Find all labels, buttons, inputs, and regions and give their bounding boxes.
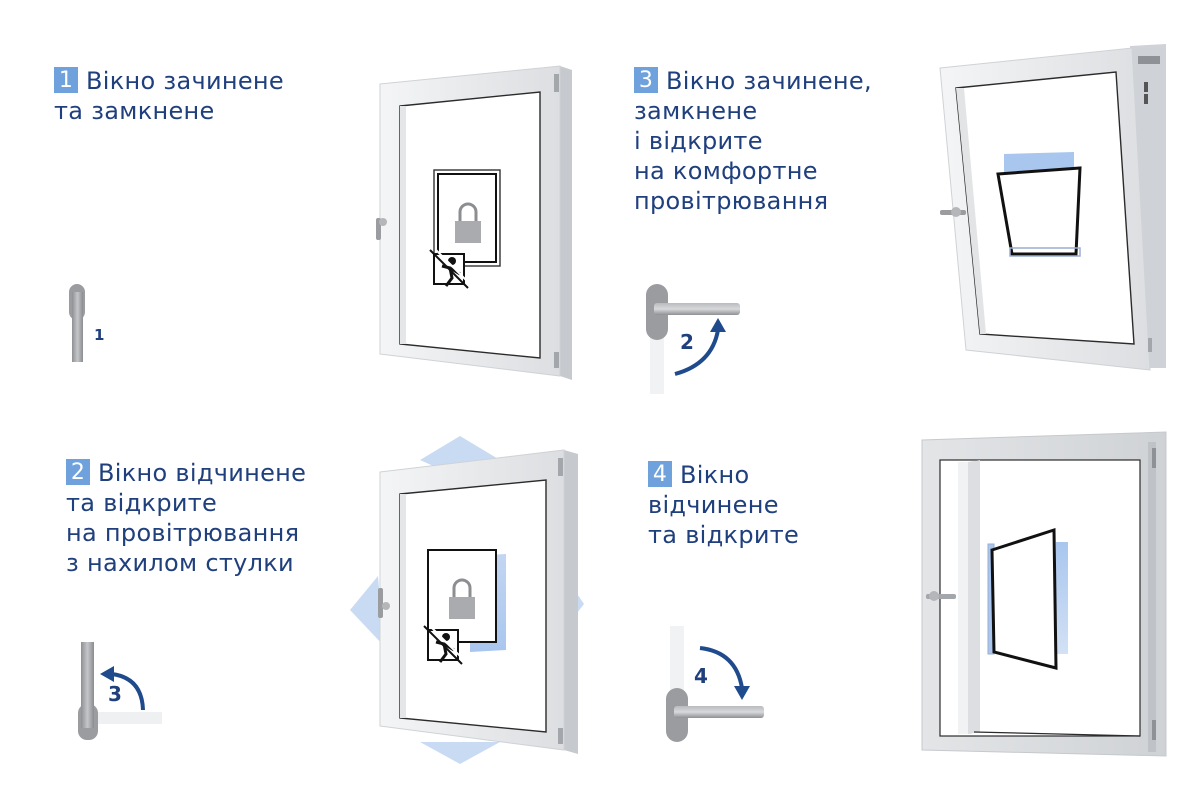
window-icon — [921, 431, 1167, 757]
arrow-counterclockwise-icon — [111, 672, 145, 711]
step-4-line-2: відчинене — [648, 491, 779, 519]
arrow-up-icon — [674, 329, 720, 376]
arrow-down-icon — [699, 646, 744, 689]
handle-4-number: 4 — [694, 664, 708, 688]
handle-2-illustration — [640, 282, 750, 394]
window-micro-ventilation-illustration — [930, 38, 1170, 378]
padlock-icon — [455, 202, 481, 243]
window-handle-up-icon — [78, 642, 162, 740]
closed-sash-icon — [433, 169, 501, 267]
step-3-line-3: і відкрите — [634, 127, 763, 155]
step-4-badge: 4 — [648, 461, 672, 487]
padlock-icon — [449, 578, 475, 619]
step-3-line-1: Вікно зачинене, — [666, 67, 872, 95]
window-handle-horizontal-icon — [646, 284, 740, 394]
step-1-caption: 1 Вікно зачинене та замкнене — [54, 66, 284, 126]
window-turn-open-illustration — [920, 430, 1170, 760]
handle-3-illustration — [76, 640, 166, 742]
no-child-fall-icon — [429, 249, 473, 289]
handle-1-number: 1 — [94, 326, 105, 344]
step-2-line-2: та відкрите — [66, 489, 218, 517]
window-icon — [939, 44, 1166, 371]
step-4-caption: 4 Вікно відчинене та відкрите — [648, 460, 799, 550]
step-3-line-2: замкнене — [634, 97, 758, 125]
step-3-line-4: на комфортне — [634, 157, 818, 185]
handle-4-illustration — [656, 626, 768, 742]
handle-2-number: 2 — [680, 330, 694, 354]
step-3-line-5: провітрювання — [634, 187, 829, 215]
handle-1-illustration — [66, 282, 96, 364]
step-2-line-3: на провітрювання — [66, 519, 300, 547]
step-2-caption: 2 Вікно відчинене та відкрите на провітрю… — [66, 458, 306, 578]
step-3-badge: 3 — [634, 67, 658, 93]
tilt-indicator-bottom-icon — [420, 742, 500, 764]
step-1-badge: 1 — [54, 67, 78, 93]
step-2-line-4: з нахилом стулки — [66, 549, 294, 577]
step-4-line-3: та відкрите — [648, 521, 800, 549]
step-2-line-1: Вікно відчинене — [98, 459, 307, 487]
tilted-sash-icon — [996, 152, 1082, 257]
step-1-line-1: Вікно зачинене — [86, 67, 284, 95]
step-1-line-2: та замкнене — [54, 97, 215, 125]
window-handle-horizontal-icon — [666, 626, 764, 742]
window-icon — [376, 65, 572, 380]
window-tilt-illustration — [350, 436, 590, 766]
window-closed-locked-illustration — [370, 62, 580, 384]
step-4-line-1: Вікно — [680, 461, 750, 489]
no-child-fall-icon — [423, 625, 467, 665]
handle-3-number: 3 — [108, 682, 122, 706]
step-2-badge: 2 — [66, 459, 90, 485]
window-icon — [350, 436, 584, 764]
tilt-indicator-left-icon — [350, 576, 384, 646]
window-handle-down-icon — [69, 284, 85, 362]
step-3-caption: 3 Вікно зачинене, замкнене і відкрите на … — [634, 66, 872, 216]
